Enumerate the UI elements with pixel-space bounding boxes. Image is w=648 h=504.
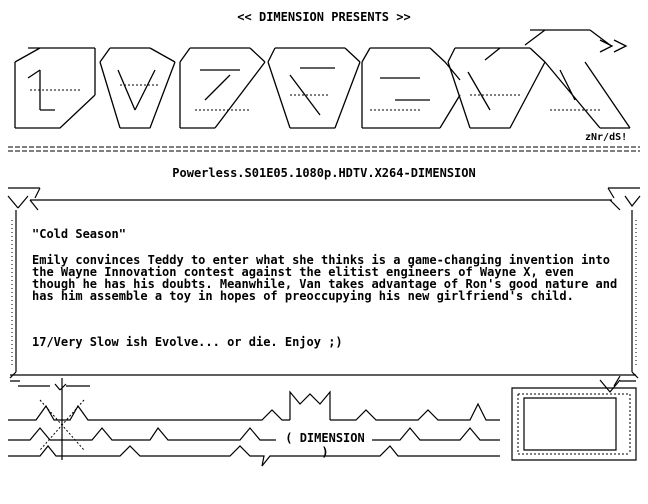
episode-title: "Cold Season"	[32, 227, 126, 241]
footer-dimension-label: ( DIMENSION )	[285, 431, 365, 459]
footer-note: 17/Very Slow ish Evolve... or die. Enjoy…	[32, 335, 343, 349]
episode-description: Emily convinces Teddy to enter what she …	[32, 253, 625, 303]
release-name: Powerless.S01E05.1080p.HDTV.X264-DIMENSI…	[172, 166, 476, 180]
presents-header: << DIMENSION PRESENTS >>	[237, 10, 411, 24]
logo-signature: zNr/dS!	[585, 132, 628, 143]
